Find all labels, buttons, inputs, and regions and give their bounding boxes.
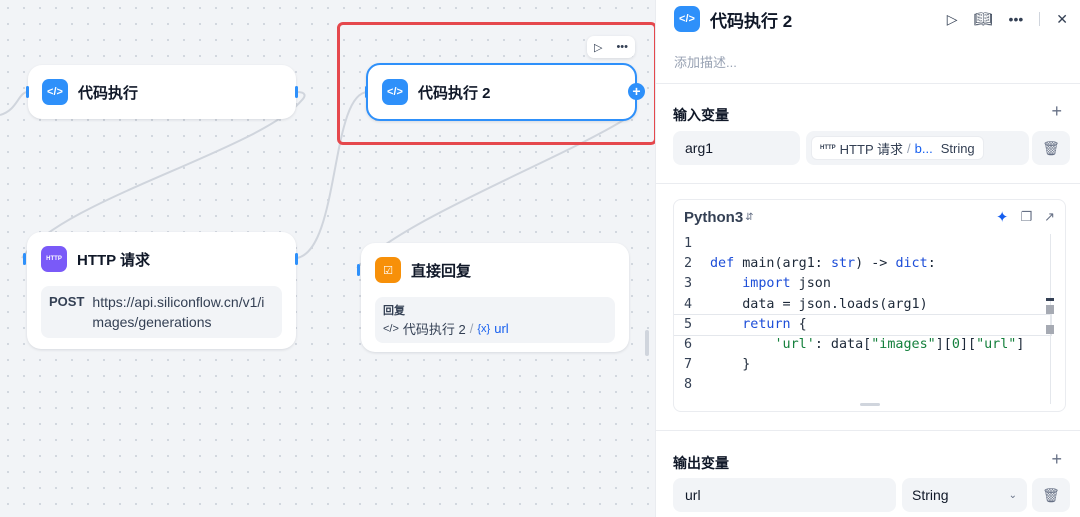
code-icon: </> (382, 79, 408, 105)
input-vars-title: 输入变量 (673, 107, 729, 123)
node-config-panel: </> 代码执行 2 ▷ 📖︎ ••• ✕ 添加描述... 输入变量 + arg… (655, 0, 1080, 517)
node-mini-toolbar: ▷ ••• (587, 36, 635, 58)
language-selector[interactable]: Python3 (684, 208, 744, 226)
edge-code1-http (21, 91, 306, 259)
http-icon: HTTP (41, 246, 67, 272)
scroll-marker (1046, 305, 1054, 314)
ref-node-name: 代码执行 2 (402, 322, 466, 337)
node-title: HTTP 请求 (77, 251, 151, 269)
divider (656, 83, 1080, 84)
http-icon: HTTP (820, 145, 836, 151)
source-var-path: b... (914, 140, 933, 156)
code-icon: </> (674, 6, 700, 32)
ai-sparkle-icon[interactable]: ✦ (995, 209, 1009, 226)
panel-header: </> 代码执行 2 ▷ 📖︎ ••• ✕ (674, 6, 1068, 32)
add-input-icon[interactable]: + (1051, 101, 1062, 121)
target-handle[interactable] (23, 253, 26, 265)
source-node-name: HTTP 请求 (839, 141, 903, 157)
node-code-exec-2[interactable]: </> 代码执行 2 (365, 63, 637, 121)
code-icon: </> (42, 79, 68, 105)
line-number: 3 (684, 276, 693, 292)
line-number: 4 (684, 296, 693, 312)
expand-icon[interactable]: ↗ (1044, 209, 1055, 224)
copy-icon[interactable]: ❐ (1020, 209, 1033, 224)
trash-icon: 🗑︎ (1042, 486, 1060, 503)
divider (1039, 12, 1041, 26)
add-output-icon[interactable]: + (1051, 449, 1062, 469)
more-icon[interactable]: ••• (1008, 11, 1024, 27)
output-type-value: String (912, 487, 949, 503)
delete-output-button[interactable]: 🗑︎ (1032, 478, 1070, 512)
line-number: 5 (684, 316, 693, 332)
node-title: 代码执行 2 (418, 84, 491, 102)
workflow-canvas[interactable]: </> 代码执行 HTTP HTTP 请求 POST https://api.s… (0, 0, 655, 517)
code-icon: </> (383, 322, 399, 335)
chevron-updown-icon[interactable]: ⇵ (745, 211, 754, 223)
editor-resize-handle[interactable] (860, 403, 880, 406)
close-icon[interactable]: ✕ (1056, 10, 1068, 27)
description-input[interactable]: 添加描述... (674, 55, 737, 70)
run-icon[interactable]: ▷ (593, 41, 603, 54)
editor-header: Python3 ⇵ ✦ ❐ ↗ (674, 200, 1065, 234)
run-icon[interactable]: ▷ (946, 10, 958, 27)
input-var-name-field[interactable]: arg1 (673, 131, 800, 165)
trash-icon: 🗑︎ (1042, 139, 1060, 156)
output-var-type-select[interactable]: String ⌄ (902, 478, 1027, 512)
line-number: 8 (684, 377, 693, 393)
reply-label: 回复 (383, 305, 405, 317)
node-code-exec-1[interactable]: </> 代码执行 (26, 65, 298, 119)
line-number: 1 (684, 236, 693, 251)
scroll-marker (1046, 325, 1054, 334)
more-icon[interactable]: ••• (616, 41, 628, 53)
target-handle[interactable] (26, 86, 29, 98)
source-handle[interactable] (295, 86, 298, 98)
editor-scrollbar[interactable] (1050, 234, 1051, 404)
divider (656, 183, 1080, 184)
edge-http-code2 (296, 91, 369, 259)
http-summary: POST https://api.siliconflow.cn/v1/image… (41, 286, 282, 338)
panel-title[interactable]: 代码执行 2 (710, 11, 793, 31)
line-number: 2 (684, 256, 693, 272)
http-url: https://api.siliconflow.cn/v1/images/gen… (92, 294, 265, 330)
http-method: POST (49, 294, 85, 309)
variable-icon: {x} (477, 322, 491, 335)
selection-highlight (337, 22, 655, 145)
node-title: 代码执行 (78, 84, 139, 102)
book-icon[interactable]: 📖︎ (973, 11, 993, 28)
source-var-type: String (940, 140, 975, 156)
variable-ref-chip: HTTP HTTP 请求 / b... String (811, 136, 984, 160)
chevron-down-icon: ⌄ (1008, 489, 1017, 501)
reply-variable-ref: </> 代码执行 2 / {x} url (383, 321, 509, 337)
add-next-node-button[interactable]: + (628, 83, 645, 100)
edge-start-code1 (0, 91, 29, 116)
delete-input-button[interactable]: 🗑︎ (1032, 131, 1070, 165)
reply-icon: ☑ (375, 257, 401, 283)
source-handle[interactable] (295, 253, 298, 265)
output-vars-title: 输出变量 (673, 455, 729, 471)
target-handle[interactable] (357, 264, 360, 276)
ref-var-name: url (494, 321, 509, 336)
line-number: 7 (684, 357, 693, 373)
input-var-source-selector[interactable]: HTTP HTTP 请求 / b... String (806, 131, 1029, 165)
target-handle[interactable] (365, 86, 368, 98)
node-http-request[interactable]: HTTP HTTP 请求 POST https://api.siliconflo… (23, 232, 298, 349)
node-title: 直接回复 (411, 262, 472, 280)
reply-content: 回复 </> 代码执行 2 / {x} url (375, 297, 615, 343)
divider (656, 430, 1080, 431)
line-number: 6 (684, 336, 693, 352)
canvas-resize-grip[interactable] (645, 330, 649, 356)
node-direct-reply[interactable]: ☑ 直接回复 回复 </> 代码执行 2 / {x} url (357, 243, 629, 352)
output-var-name-field[interactable]: url (673, 478, 896, 512)
scroll-marker (1046, 298, 1054, 301)
